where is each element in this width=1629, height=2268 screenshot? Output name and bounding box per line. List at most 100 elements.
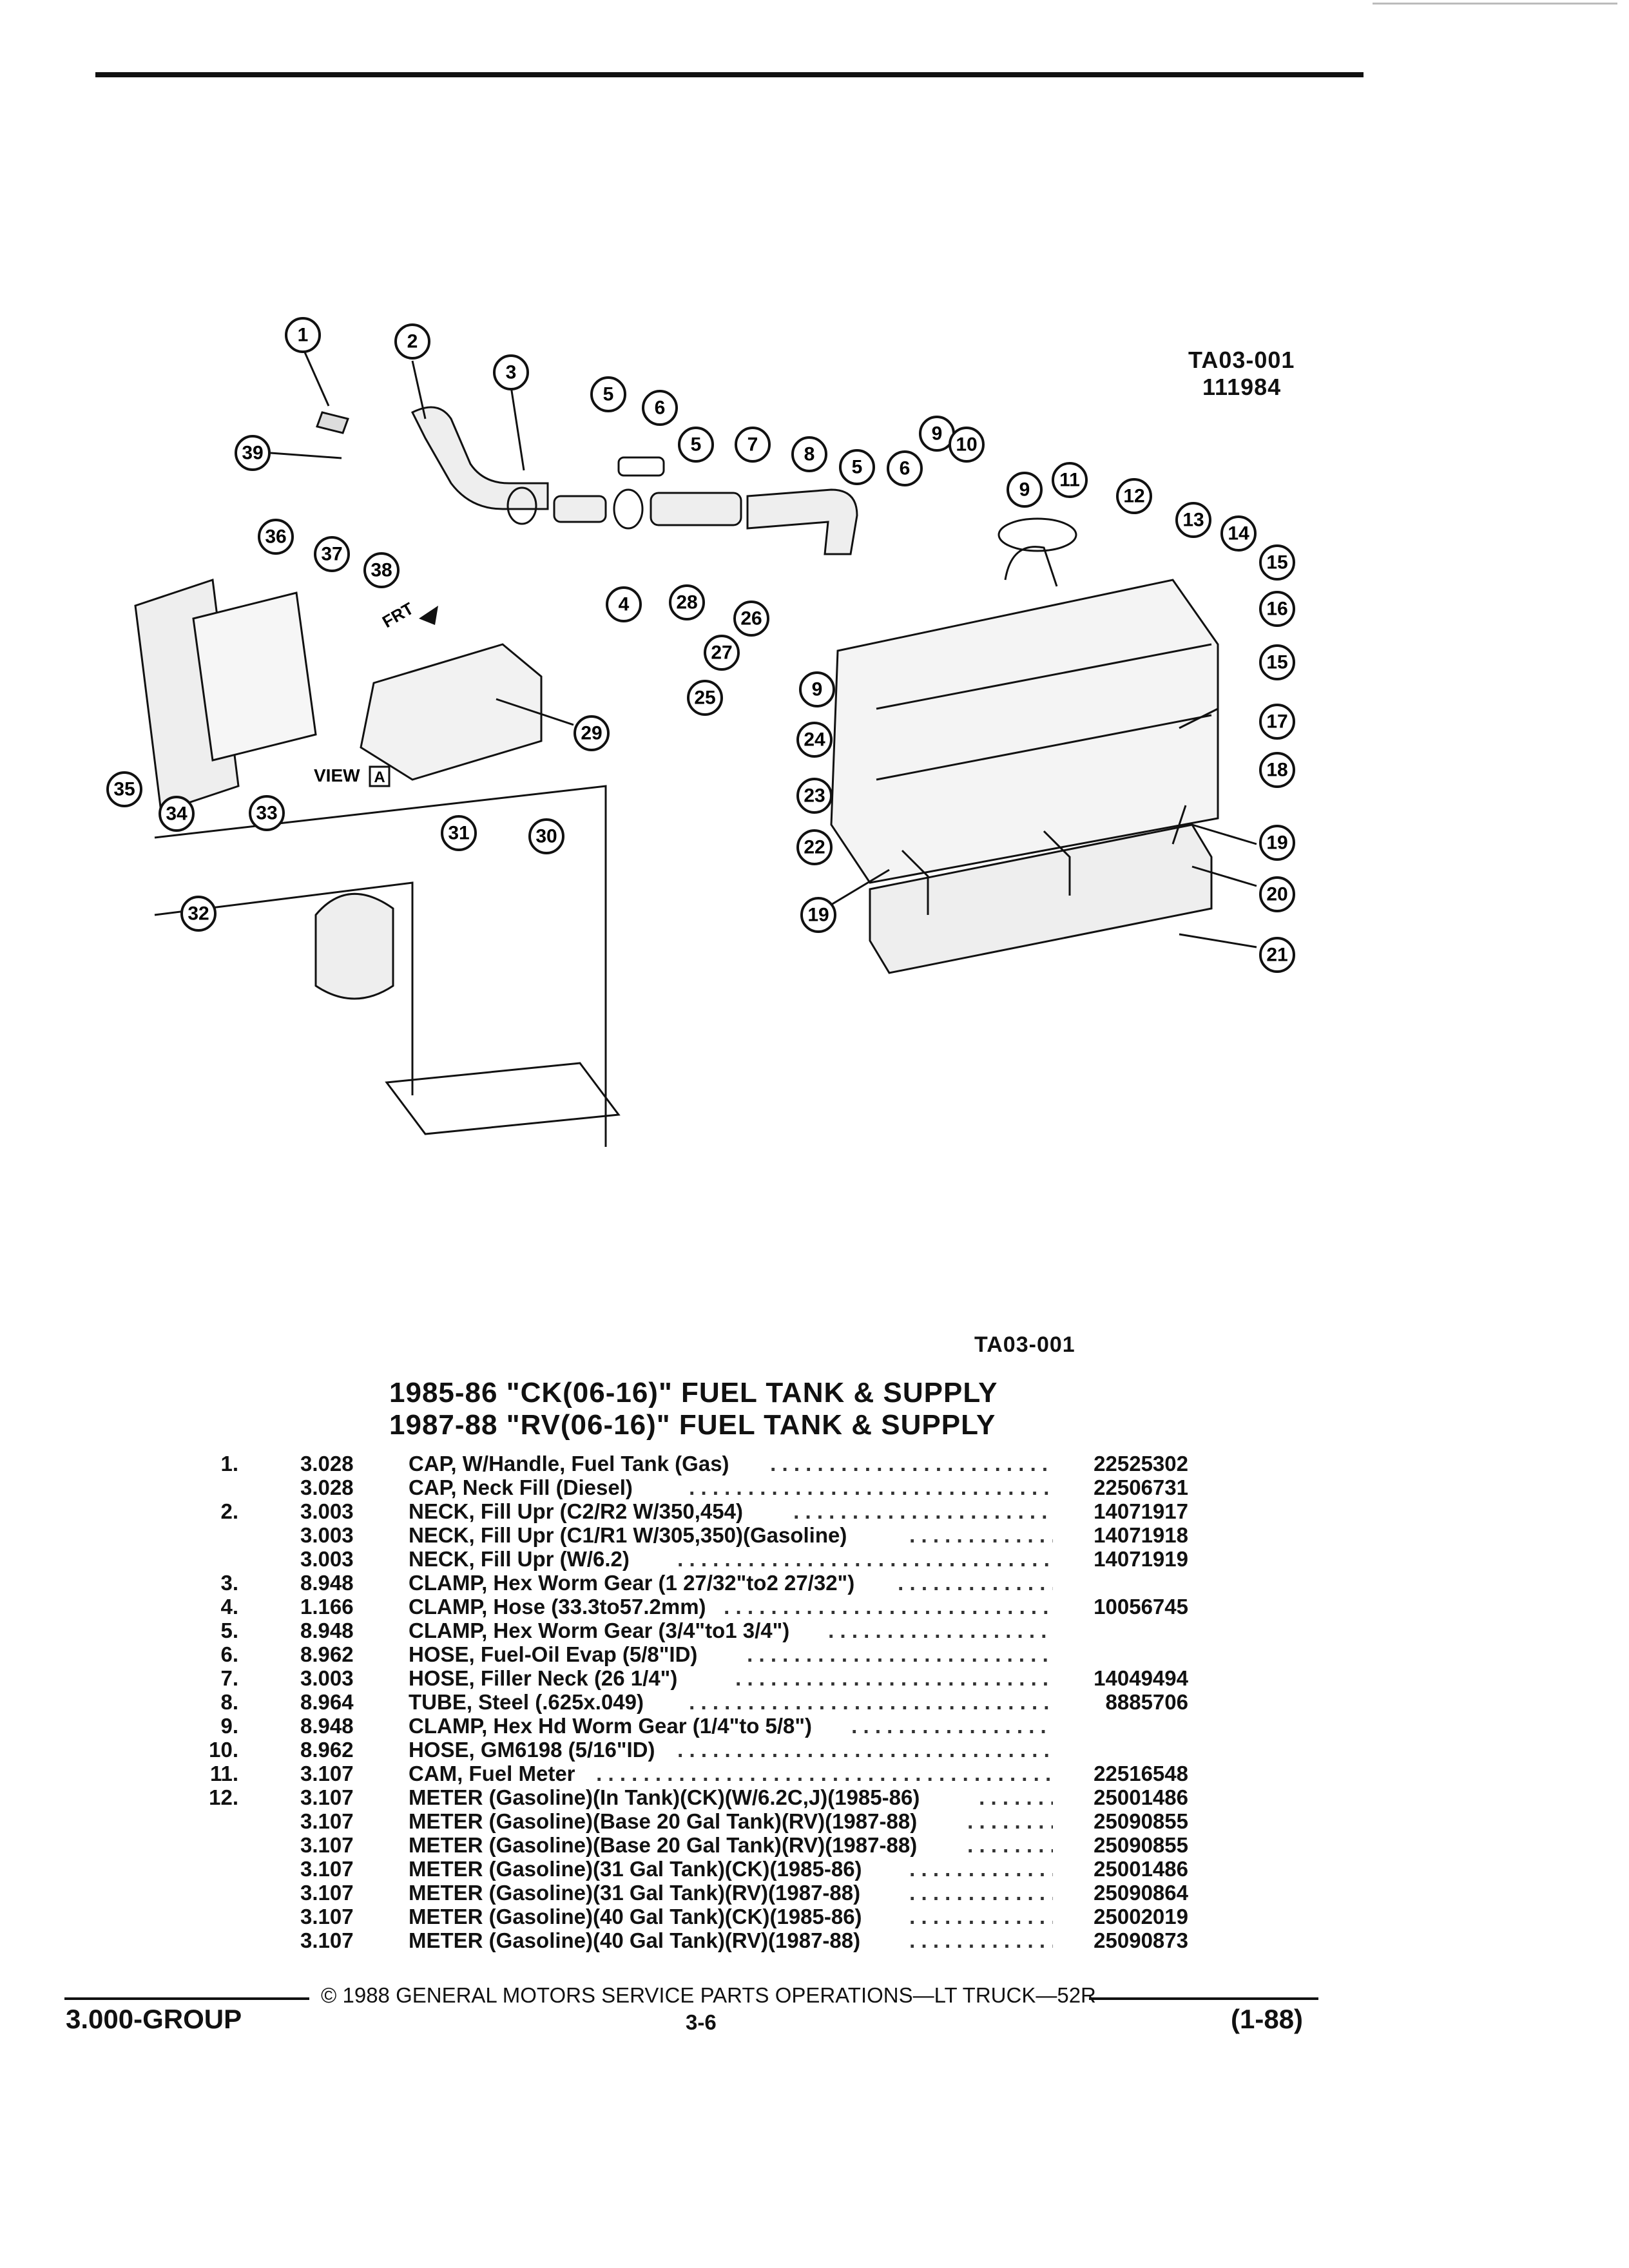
callout-number: 16	[1266, 599, 1287, 620]
leader-line	[1179, 707, 1219, 729]
parts-row: . . . . . . . . . . . . . . . . . . . . …	[0, 1881, 1629, 1905]
group-label: 3.000-GROUP	[66, 2004, 242, 2034]
part-description: CAP, Neck Fill (Diesel)	[409, 1475, 633, 1499]
leader-dots: . . . . . . . . . . . . . . . . . . . . …	[793, 1499, 1053, 1523]
callout-number: 30	[535, 826, 557, 847]
strap-shape	[1171, 805, 1187, 845]
parts-row: . . . . . . . . . . . . . . . . . . . . …	[0, 1690, 1629, 1714]
item-number: 6.	[220, 1642, 238, 1666]
callout-bubble: 29	[574, 715, 610, 751]
leader-line	[1191, 865, 1257, 887]
leader-line	[411, 360, 427, 419]
revision-label: (1-88)	[1231, 2004, 1304, 2034]
steel-tube-shape	[746, 488, 858, 555]
part-number: 25002019	[1094, 1905, 1188, 1928]
callout-number: 23	[804, 785, 825, 807]
part-number: 14049494	[1094, 1666, 1188, 1690]
callout-bubble: 37	[314, 536, 350, 572]
leader-dots: . . . . . . . . . . . . . . . . . . . . …	[828, 1619, 1053, 1642]
group-number: 3.003	[300, 1523, 354, 1547]
group-number: 3.107	[300, 1833, 354, 1857]
callout-number: 12	[1123, 486, 1144, 507]
callout-number: 20	[1266, 884, 1287, 905]
scan-edge-mark	[1373, 3, 1617, 5]
callout-bubble: 38	[363, 552, 400, 588]
parts-row: . . . . . . . . . . . . . . . . . . . . …	[0, 1833, 1629, 1857]
callout-bubble: 13	[1175, 502, 1211, 538]
parts-row: . . . . . . . . . . . . . . . . . . . . …	[0, 1928, 1629, 1952]
leader-dots: . . . . . . . . . . . . . . . . . . . . …	[967, 1809, 1053, 1833]
part-number: 25090855	[1094, 1833, 1188, 1857]
callout-number: 26	[740, 608, 762, 629]
tank-seam	[876, 714, 1212, 781]
part-description: NECK, Fill Upr (C2/R2 W/350,454)	[409, 1499, 743, 1523]
callout-bubble: 20	[1259, 876, 1295, 912]
item-number: 8.	[220, 1690, 238, 1714]
leader-line	[496, 698, 574, 726]
callout-bubble: 30	[528, 818, 564, 854]
callout-bubble: 6	[642, 390, 678, 426]
parts-row: . . . . . . . . . . . . . . . . . . . . …	[0, 1475, 1629, 1499]
callout-bubble: 28	[669, 584, 705, 620]
callout-bubble: 21	[1259, 937, 1295, 973]
part-description: HOSE, Filler Neck (26 1/4")	[409, 1666, 678, 1690]
callout-bubble: 12	[1116, 478, 1152, 514]
part-number: 22506731	[1094, 1475, 1188, 1499]
item-number: 4.	[220, 1595, 238, 1619]
part-number: 14071917	[1094, 1499, 1188, 1523]
parts-row: . . . . . . . . . . . . . . . . . . . . …	[0, 1452, 1629, 1475]
callout-number: 9	[1019, 479, 1030, 501]
part-number: 22525302	[1094, 1452, 1188, 1475]
callout-number: 27	[711, 642, 732, 664]
callout-bubble: 9	[1007, 472, 1043, 508]
callout-bubble: 24	[796, 722, 833, 758]
callout-bubble: 1	[285, 317, 321, 353]
part-description: HOSE, Fuel-Oil Evap (5/8"ID)	[409, 1642, 698, 1666]
callout-bubble: 6	[887, 450, 923, 486]
callout-number: 4	[619, 594, 630, 615]
caption-ref-id: TA03-001	[974, 1332, 1075, 1357]
part-number: 25090873	[1094, 1928, 1188, 1952]
callout-bubble: 19	[1259, 825, 1295, 861]
leader-dots: . . . . . . . . . . . . . . . . . . . . …	[735, 1666, 1053, 1690]
filler-hose-shape	[650, 492, 742, 526]
callout-bubble: 14	[1220, 515, 1257, 552]
callout-number: 5	[603, 384, 614, 405]
strap-shape	[901, 849, 929, 915]
group-number: 8.948	[300, 1619, 354, 1642]
callout-bubble: 25	[687, 680, 723, 716]
parts-list: . . . . . . . . . . . . . . . . . . . . …	[0, 1452, 1629, 1952]
part-description: HOSE, GM6198 (5/16"ID)	[409, 1738, 655, 1762]
leader-line	[1179, 933, 1257, 948]
part-description: NECK, Fill Upr (W/6.2)	[409, 1547, 630, 1571]
leader-dots: . . . . . . . . . . . . . . . . . . . . …	[747, 1642, 1053, 1666]
top-rule	[95, 72, 1364, 77]
callout-bubble: 22	[796, 829, 833, 865]
group-number: 8.948	[300, 1714, 354, 1738]
parts-row: . . . . . . . . . . . . . . . . . . . . …	[0, 1714, 1629, 1738]
leader-dots: . . . . . . . . . . . . . . . . . . . . …	[851, 1714, 1053, 1738]
leader-dots: . . . . . . . . . . . . . . . . . . . . …	[770, 1452, 1053, 1475]
callout-bubble: 15	[1259, 544, 1295, 581]
parts-row: . . . . . . . . . . . . . . . . . . . . …	[0, 1785, 1629, 1809]
bracket-shape	[360, 643, 543, 781]
diagram-ref-number: 111984	[1202, 374, 1282, 400]
callout-bubble: 19	[800, 897, 836, 933]
callout-number: 37	[321, 544, 342, 565]
filler-neck-shape	[410, 406, 549, 510]
group-number: 8.948	[300, 1571, 354, 1595]
group-number: 8.964	[300, 1690, 354, 1714]
callout-number: 13	[1182, 510, 1204, 531]
front-arrow-icon: FRT	[379, 599, 438, 631]
part-description: CLAMP, Hose (33.3to57.2mm)	[409, 1595, 706, 1619]
leader-dots: . . . . . . . . . . . . . . . . . . . . …	[979, 1785, 1053, 1809]
callout-bubble: 31	[441, 815, 477, 851]
part-description: METER (Gasoline)(40 Gal Tank)(RV)(1987-8…	[409, 1928, 861, 1952]
callout-bubble: 23	[796, 778, 833, 814]
callout-number: 9	[932, 423, 943, 445]
section-title-rv: 1987-88 "RV(06-16)" FUEL TANK & SUPPLY	[389, 1409, 996, 1441]
bed-outline	[154, 785, 607, 1147]
callout-number: 17	[1266, 711, 1287, 733]
callout-number: 33	[256, 803, 277, 824]
leader-dots: . . . . . . . . . . . . . . . . . . . . …	[677, 1738, 1053, 1762]
